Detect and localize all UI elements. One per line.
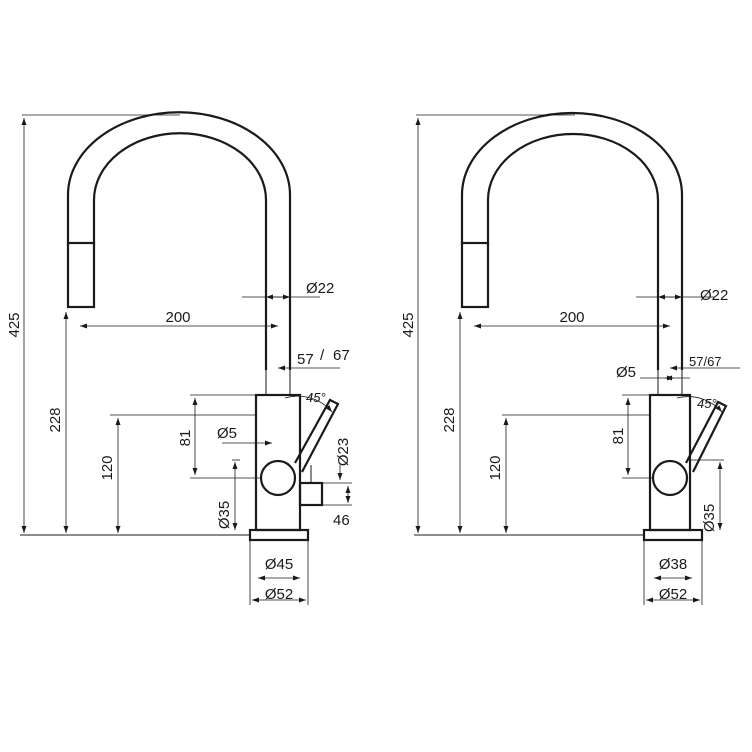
- left-spout-inner: [92, 132, 268, 370]
- left-reach: 200: [165, 309, 190, 326]
- right-lever-dia: Ø5: [616, 364, 636, 381]
- left-plate-dia: Ø52: [265, 586, 293, 603]
- left-faucet: 425 228 120 200 Ø22 57 / 67 45° 81 Ø5 Ø2…: [6, 111, 352, 605]
- left-side-dim: 46: [333, 512, 350, 529]
- left-spray-head: [66, 241, 96, 309]
- right-base-dia: Ø38: [659, 556, 687, 573]
- left-lever-base-dia: Ø23: [335, 438, 352, 466]
- right-lever-hub: [651, 459, 689, 497]
- right-spray-head: [460, 241, 490, 309]
- right-faucet: 425 228 120 200 Ø22 57/67 45° 81 Ø5 Ø35 …: [400, 111, 740, 605]
- right-reach: 200: [559, 309, 584, 326]
- left-handle-offset-alt: 67: [333, 347, 350, 364]
- left-base-plate: [248, 528, 310, 542]
- right-plate-dia: Ø52: [659, 586, 687, 603]
- left-handle-offset: 57: [297, 351, 314, 368]
- right-lever-height: 81: [610, 428, 627, 445]
- right-spout-outer: [460, 111, 684, 370]
- right-lever: [685, 400, 728, 473]
- left-spout-dia: Ø22: [306, 280, 334, 297]
- left-body-dia: Ø35: [216, 501, 233, 529]
- left-handle-sep: /: [320, 347, 325, 364]
- left-lever-dia: Ø5: [217, 425, 237, 442]
- right-spout-dia: Ø22: [700, 287, 728, 304]
- right-angle: 45°: [697, 396, 717, 411]
- right-body: [648, 393, 692, 532]
- right-spout-inner: [486, 132, 660, 370]
- right-height-total: 425: [400, 312, 417, 337]
- left-angle: 45°: [306, 390, 326, 405]
- right-height-body: 120: [487, 455, 504, 480]
- left-lever-hub: [259, 459, 297, 497]
- right-body-dia: Ø35: [701, 504, 718, 532]
- left-body: [254, 393, 302, 532]
- right-base-plate: [642, 528, 704, 542]
- left-height-body: 120: [99, 455, 116, 480]
- left-lever-height: 81: [177, 430, 194, 447]
- left-lever: [294, 398, 340, 473]
- left-base-dia: Ø45: [265, 556, 293, 573]
- left-height-total: 425: [6, 312, 23, 337]
- left-spout-outer: [66, 111, 292, 370]
- left-side-knob: [298, 481, 324, 507]
- left-height-outlet: 228: [47, 407, 64, 432]
- right-handle-offset: 57/67: [689, 354, 722, 369]
- right-height-outlet: 228: [441, 407, 458, 432]
